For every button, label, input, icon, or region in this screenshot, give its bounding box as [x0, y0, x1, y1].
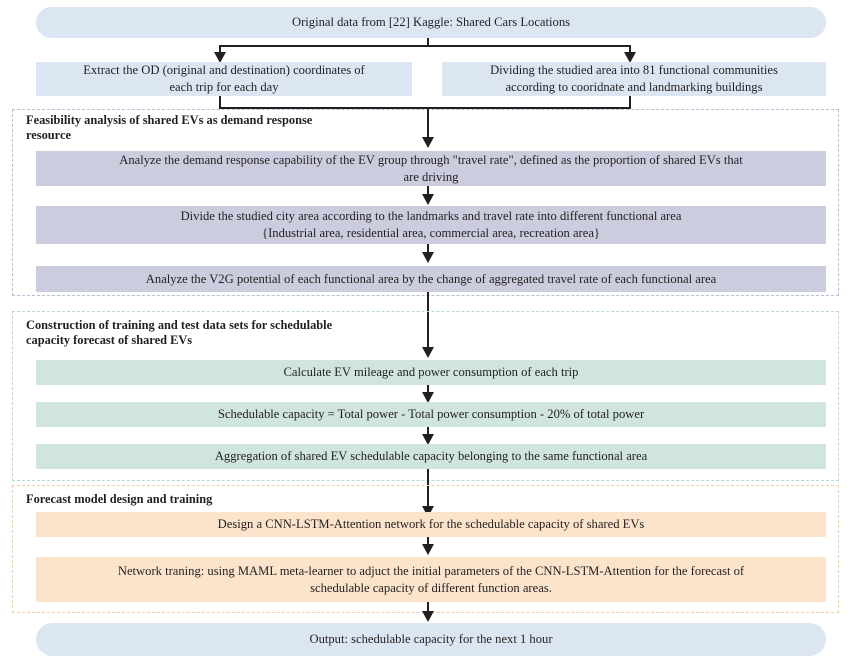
output-box: Output: schedulable capacity for the nex… — [36, 623, 826, 656]
connector-construction-1-2 — [427, 385, 430, 397]
feasibility-step-1: Analyze the demand response capability o… — [36, 151, 826, 186]
connector-into-feasibility — [427, 107, 430, 141]
section-frame-construction — [12, 311, 839, 481]
arrowhead-to-left-box — [214, 52, 226, 63]
connector-split-bar — [219, 45, 631, 48]
extract-od-box: Extract the OD (original and destination… — [36, 62, 412, 96]
connector-construction-2-3 — [427, 427, 430, 439]
connector-merge-bar — [219, 107, 631, 110]
divide-area-box: Dividing the studied area into 81 functi… — [442, 62, 826, 96]
connector-split-right — [629, 45, 632, 55]
section-title-forecast: Forecast model design and training — [26, 492, 213, 506]
construction-step-1: Calculate EV mileage and power consumpti… — [36, 360, 826, 385]
arrowhead-to-right-box — [624, 52, 636, 63]
connector-feasibility-2-3 — [427, 244, 430, 256]
arrowhead-into-forecast — [422, 506, 434, 517]
forecast-step-2: Network traning: using MAML meta-learner… — [36, 557, 826, 602]
connector-split-left — [219, 45, 222, 55]
connector-construction-to-forecast — [427, 469, 430, 513]
source-data-box: Original data from [22] Kaggle: Shared C… — [36, 7, 826, 38]
connector-feasibility-1-2 — [427, 186, 430, 198]
construction-step-2: Schedulable capacity = Total power - Tot… — [36, 402, 826, 427]
section-frame-feasibility — [12, 109, 839, 296]
connector-merge-right — [629, 96, 632, 109]
section-title-construction: Construction of training and test data s… — [26, 318, 333, 348]
feasibility-step-2: Divide the studied city area according t… — [36, 206, 826, 244]
forecast-step-1: Design a CNN-LSTM-Attention network for … — [36, 512, 826, 537]
connector-feasibility-to-construction — [427, 292, 430, 352]
arrowhead-construction-1-2 — [422, 392, 434, 403]
construction-step-3: Aggregation of shared EV schedulable cap… — [36, 444, 826, 469]
connector-merge-left — [219, 96, 222, 109]
arrowhead-into-feasibility — [422, 137, 434, 148]
arrowhead-construction-2-3 — [422, 434, 434, 445]
arrowhead-forecast-1-2 — [422, 544, 434, 555]
connector-forecast-to-output — [427, 602, 430, 617]
arrowhead-into-construction — [422, 347, 434, 358]
feasibility-step-3: Analyze the V2G potential of each functi… — [36, 266, 826, 292]
arrowhead-feasibility-2-3 — [422, 252, 434, 263]
arrowhead-feasibility-1-2 — [422, 194, 434, 205]
section-title-feasibility: Feasibility analysis of shared EVs as de… — [26, 113, 313, 143]
connector-source-stub — [427, 38, 430, 47]
arrowhead-into-output — [422, 611, 434, 622]
connector-forecast-1-2 — [427, 537, 430, 549]
